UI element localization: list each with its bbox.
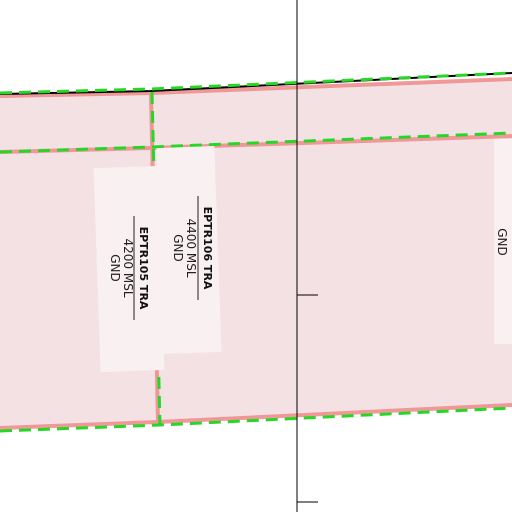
label-box-eptr106 <box>156 146 222 354</box>
dashed-bottom <box>0 406 512 433</box>
zone-upper-limit: 4400 MSL <box>184 218 198 277</box>
zone-lower-limit: GND <box>495 228 509 256</box>
zone-bottom-edge <box>0 403 512 430</box>
zone-area-right <box>151 79 512 422</box>
zone-fills <box>0 79 512 428</box>
label-box-eptr105 <box>93 165 165 373</box>
zone-lower-limit: GND <box>108 254 122 282</box>
zone-name: EPTR106 TRA <box>201 207 214 290</box>
dashed-top <box>0 71 512 95</box>
grid-line <box>296 0 318 512</box>
zone-upper-limit: 4200 MSL <box>121 238 135 297</box>
zone-lower-limit: GND <box>171 234 185 262</box>
dashed-boundaries <box>0 71 512 433</box>
dashed-inner <box>0 131 512 154</box>
zone-name: EPTR105 TRA <box>137 227 150 310</box>
label-box-right <box>494 139 512 344</box>
zone-label-eptr106: EPTR106 TRA 4400 MSL GND <box>171 196 214 300</box>
zone-label-eptr105: EPTR105 TRA 4200 MSL GND <box>108 216 150 320</box>
zone-label-right: GND <box>495 228 509 256</box>
